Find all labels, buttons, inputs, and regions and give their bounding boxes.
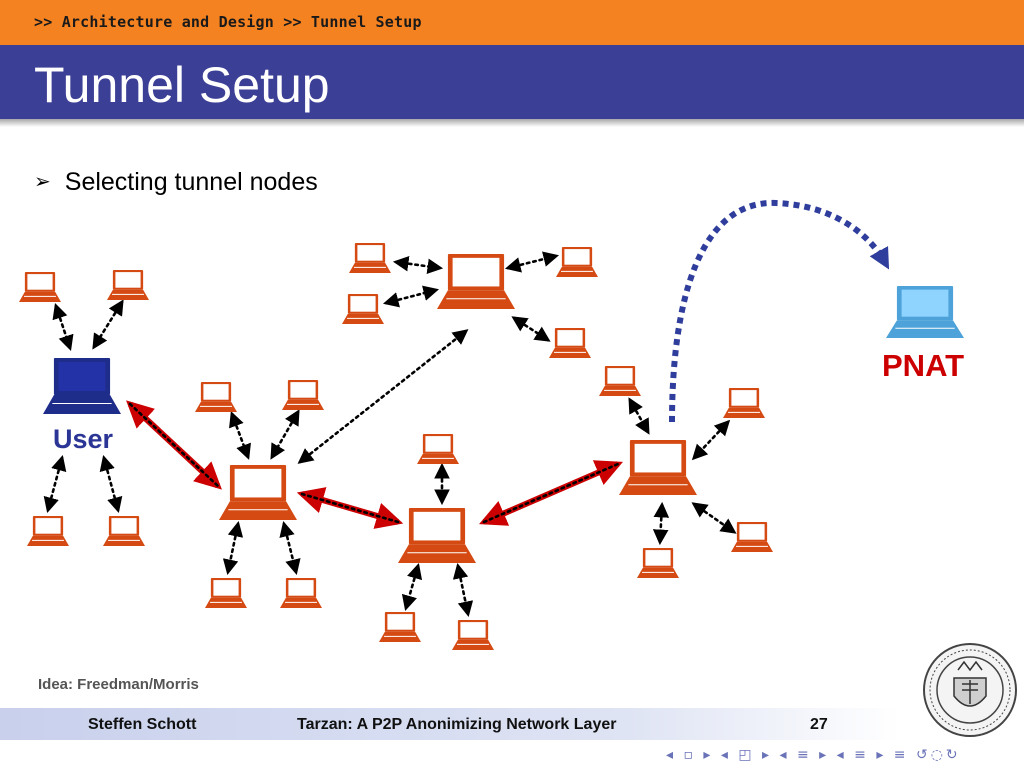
link-h1b-h1 — [270, 409, 300, 460]
slide-navigation-controls[interactable]: ◂ ▫ ▸ ◂ ◰ ▸ ◂ ≡ ▸ ◂ ≡ ▸ ≡ ↺◌↻ — [666, 747, 961, 763]
link-h2-h2b — [401, 563, 423, 611]
tunnel-link-h2-h3 — [479, 460, 623, 526]
link-h3-h3c — [652, 501, 670, 546]
laptop-node-h1d-icon — [280, 578, 322, 608]
arrow-bullet-icon: ➢ — [34, 169, 51, 193]
laptop-node-h1c-icon — [205, 578, 247, 608]
link-mid-md — [511, 316, 551, 342]
link-mid-mc — [504, 251, 560, 273]
laptop-node-h2c-icon — [452, 620, 494, 650]
link-user-u4 — [99, 454, 123, 514]
bullet-item: ➢ Selecting tunnel nodes — [34, 168, 318, 197]
link-u1-user — [52, 303, 74, 351]
link-ma-mid — [392, 255, 444, 275]
laptop-node-mid-icon — [437, 254, 515, 309]
laptop-node-u3-icon — [27, 516, 69, 546]
bullet-text: Selecting tunnel nodes — [64, 168, 318, 196]
laptop-node-u2-icon — [107, 270, 149, 300]
title-bar — [0, 45, 1024, 119]
link-h2-h2c — [452, 562, 474, 618]
laptop-node-h3b-icon — [723, 388, 765, 418]
tunnel-link-user-h1 — [126, 400, 222, 490]
breadcrumb[interactable]: >> Architecture and Design >> Tunnel Set… — [34, 13, 422, 31]
tunnel-link-h1-h2 — [296, 487, 404, 529]
network-nodes — [19, 243, 964, 650]
link-h1-h1d — [279, 520, 301, 576]
laptop-node-md-icon — [549, 328, 591, 358]
network-links — [43, 199, 890, 618]
laptop-node-u4-icon — [103, 516, 145, 546]
laptop-node-h3-icon — [619, 440, 697, 495]
university-seal-icon — [923, 643, 1017, 737]
laptop-node-h2-icon — [398, 508, 476, 563]
laptop-node-h3a-icon — [599, 366, 641, 396]
link-h3a-h3 — [628, 397, 650, 435]
laptop-node-pnat-icon — [886, 286, 964, 338]
link-h1-h1c — [222, 520, 244, 576]
idea-credit: Idea: Freedman/Morris — [38, 676, 199, 693]
link-mb-mid — [382, 285, 440, 308]
laptop-node-h2b-icon — [379, 612, 421, 642]
laptop-node-h2a-icon — [417, 434, 459, 464]
laptop-node-mc-icon — [556, 247, 598, 277]
laptop-node-u1-icon — [19, 272, 61, 302]
laptop-node-ma-icon — [349, 243, 391, 273]
footer-bar — [0, 708, 900, 740]
laptop-node-h1b-icon — [282, 380, 324, 410]
footer-author: Steffen Schott — [88, 716, 197, 733]
slide-title: Tunnel Setup — [34, 57, 330, 113]
pnat-link-arrow — [669, 199, 890, 423]
footer-page-number: 27 — [810, 716, 828, 733]
title-shadow — [0, 119, 1024, 127]
laptop-node-user-icon — [43, 358, 121, 414]
laptop-node-mb-icon — [342, 294, 384, 324]
header-bar — [0, 0, 1024, 45]
link-h3b-h3 — [691, 419, 731, 461]
link-h1-mid — [297, 329, 469, 464]
laptop-node-h1a-icon — [195, 382, 237, 412]
laptop-node-h1-icon — [219, 465, 297, 520]
footer-talk-title: Tarzan: A P2P Anonimizing Network Layer — [297, 716, 617, 733]
link-h1a-h1 — [229, 411, 251, 460]
laptop-node-h3c-icon — [637, 548, 679, 578]
link-user-u3 — [43, 454, 67, 514]
link-u2-user — [92, 299, 124, 350]
link-h3-h3d — [691, 502, 737, 534]
pnat-label: PNAT — [882, 348, 965, 383]
laptop-node-h3d-icon — [731, 522, 773, 552]
user-label: User — [53, 424, 114, 454]
